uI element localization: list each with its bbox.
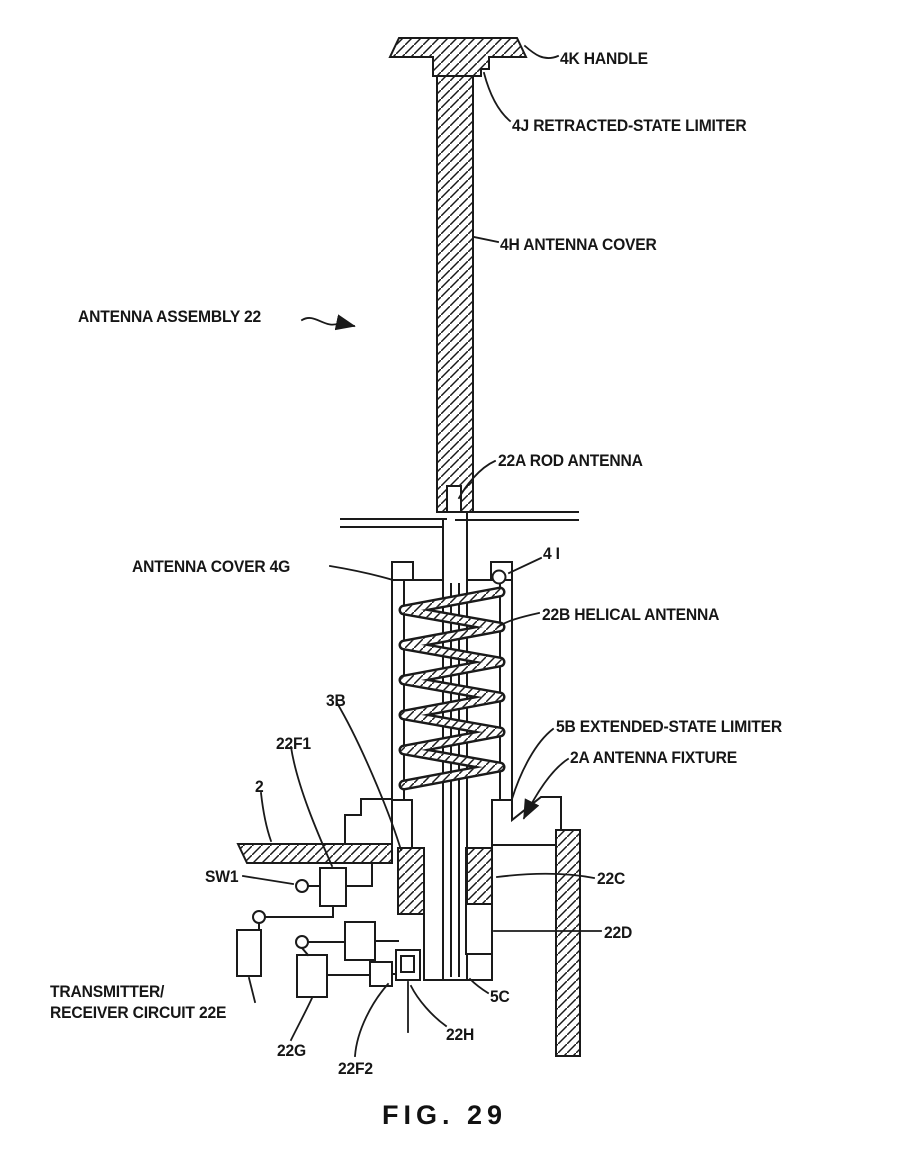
label-4i: 4 I — [543, 544, 560, 563]
label-transmitter-line1: TRANSMITTER/ — [50, 982, 165, 1001]
label-5b-extended-limiter: 5B EXTENDED-STATE LIMITER — [556, 717, 782, 736]
label-antenna-cover-4g: ANTENNA COVER 4G — [132, 557, 291, 576]
chassis-plate-shape — [236, 798, 393, 864]
helical-antenna-coil — [398, 586, 506, 791]
leader-lines — [241, 44, 602, 1057]
label-22c: 22C — [597, 869, 626, 888]
label-22a-rod-antenna: 22A ROD ANTENNA — [498, 451, 643, 470]
label-4h-antenna-cover: 4H ANTENNA COVER — [500, 235, 657, 254]
helical-housing-shape — [391, 561, 513, 849]
label-22g: 22G — [277, 1041, 307, 1060]
label-4k-handle: 4K HANDLE — [560, 49, 648, 68]
figure-caption: FIG. 29 — [382, 1100, 508, 1130]
central-fixture-blocks — [395, 847, 493, 981]
label-22h: 22H — [446, 1025, 475, 1044]
label-22d: 22D — [604, 923, 633, 942]
right-fixture-wall-shape — [491, 796, 581, 1057]
label-2a-antenna-fixture: 2A ANTENNA FIXTURE — [570, 748, 738, 767]
antenna-cover-rod-shape — [436, 75, 474, 513]
label-22f2: 22F2 — [338, 1059, 373, 1078]
label-2: 2 — [255, 777, 264, 796]
label-antenna-assembly-22: ANTENNA ASSEMBLY 22 — [78, 307, 262, 326]
label-transmitter-line2: RECEIVER CIRCUIT 22E — [50, 1003, 227, 1023]
transmitter-circuit-components — [236, 863, 399, 998]
handle-shape — [388, 37, 528, 77]
label-3b: 3B — [326, 691, 346, 710]
label-transmitter-receiver-circuit: TRANSMITTER/ RECEIVER CIRCUIT 22E — [50, 981, 226, 1024]
rod-core-lines — [442, 512, 468, 981]
label-5c: 5C — [490, 987, 510, 1006]
section-break-lines — [340, 511, 579, 528]
label-22f1: 22F1 — [276, 734, 311, 753]
label-22b-helical-antenna: 22B HELICAL ANTENNA — [542, 605, 720, 624]
label-4j-retracted-limiter: 4J RETRACTED-STATE LIMITER — [512, 116, 747, 135]
label-sw1: SW1 — [205, 867, 239, 886]
